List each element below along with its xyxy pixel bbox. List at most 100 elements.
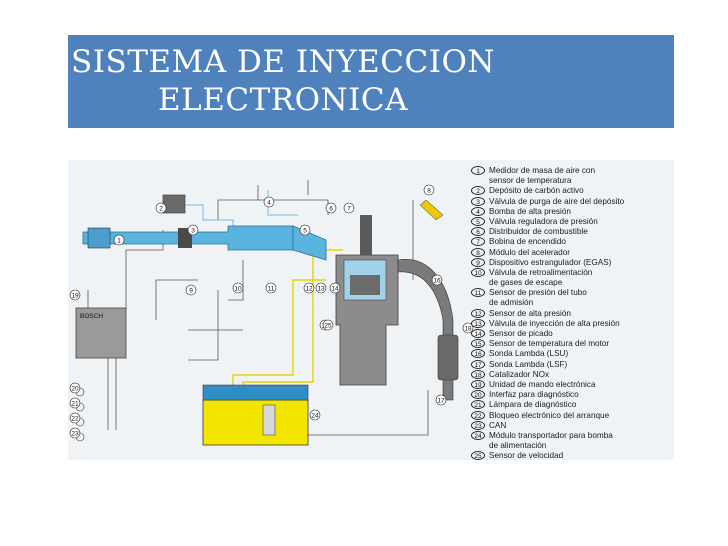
callout-marker: 22 (69, 412, 81, 424)
legend-item: 6 Distribuidor de combustible (471, 227, 671, 237)
legend-number (471, 298, 485, 307)
legend-number: 24 (471, 430, 485, 440)
callout-number: 20 (71, 385, 79, 392)
legend-number: 4 (471, 206, 485, 216)
legend-number: 10 (471, 267, 485, 277)
legend-number: 23 (471, 420, 485, 430)
callout-marker: 11 (265, 282, 277, 294)
legend-label: Unidad de mando electrónica (489, 379, 596, 389)
legend-number: 13 (471, 318, 485, 328)
legend-item: 7 Bobina de encendido (471, 237, 671, 247)
legend-number: 2 (471, 186, 485, 196)
legend-number (471, 278, 485, 287)
callout-marker: 7 (343, 202, 355, 214)
carbon-canister (162, 194, 186, 214)
legend-label: Medidor de masa de aire con (489, 166, 596, 175)
throttle-device (178, 228, 192, 248)
legend-number: 9 (471, 257, 485, 267)
callout-circle (322, 319, 334, 331)
callout-circle (69, 382, 81, 394)
legend-number: 20 (471, 390, 485, 400)
bosch-label: BOSCH (80, 313, 103, 320)
callout-number: 11 (268, 285, 275, 292)
legend-number: 1 (471, 166, 485, 175)
callout-circle (185, 284, 197, 296)
callout-marker: 24 (309, 409, 321, 421)
callout-marker: 8 (423, 184, 435, 196)
callout-marker: 5 (299, 224, 311, 236)
callout-marker: 19 (69, 289, 81, 301)
callout-marker: 1 (113, 234, 125, 246)
callout-number: 10 (234, 285, 242, 292)
callout-number: 13 (317, 285, 325, 292)
legend-item: 9 Dispositivo estrangulador (EGAS) (471, 257, 671, 268)
legend-number: 21 (471, 400, 485, 410)
callout-number: 21 (71, 400, 79, 407)
legend-number: 17 (471, 359, 485, 369)
legend-label: Dispositivo estrangulador (EGAS) (489, 257, 612, 267)
legend-label: de admisión (489, 298, 534, 308)
legend-label: Válvula reguladora de presión (489, 216, 598, 226)
legend-label: de gases de escape (489, 278, 563, 288)
callout-circle (423, 184, 435, 196)
title-line-1: SISTEMA DE INYECCION (70, 44, 496, 80)
callout-number: 25 (324, 322, 332, 329)
legend-label: Sonda Lambda (LSF) (489, 359, 568, 369)
legend-label: de alimentación (489, 441, 547, 451)
callout-marker: 3 (187, 224, 199, 236)
accelerator-pedal (419, 199, 444, 221)
callout-number: 12 (305, 285, 313, 292)
callout-circle (325, 202, 337, 214)
callout-number: 1 (117, 237, 121, 244)
legend-item: de gases de escape (471, 278, 671, 288)
callout-marker: 16 (431, 274, 443, 286)
callout-circle (155, 202, 167, 214)
callout-number: 14 (331, 285, 339, 292)
callout-circle (431, 274, 443, 286)
callout-marker: 14 (329, 282, 341, 294)
legend-number: 11 (471, 288, 485, 298)
legend-label: Depósito de carbón activo (489, 186, 584, 196)
legend-number: 14 (471, 329, 485, 338)
legend-number: 7 (471, 237, 485, 247)
slide-title: SISTEMA DE INYECCION ELECTRONICA (68, 43, 498, 119)
callout-circle (69, 289, 81, 301)
callout-marker: 21 (69, 397, 81, 409)
title-line-2: ELECTRONICA (158, 82, 408, 118)
callout-circle (315, 282, 327, 294)
callout-circle (69, 412, 81, 424)
legend-number (471, 441, 485, 450)
callout-marker: 17 (435, 394, 447, 406)
callout-circle (187, 224, 199, 236)
callout-number: 6 (329, 205, 333, 212)
legend-number: 6 (471, 227, 485, 237)
callout-circle (113, 234, 125, 246)
callout-number: 4 (267, 199, 271, 206)
legend-label: Sensor de presión del tubo (489, 288, 587, 298)
legend-number: 5 (471, 216, 485, 226)
exhaust-pipe (397, 259, 454, 401)
legend-item: 11 Sensor de presión del tubo (471, 288, 671, 298)
legend-item: 1 Medidor de masa de aire con (471, 166, 671, 176)
legend-label: CAN (489, 420, 507, 430)
system-schematic: BOSCH 1234567891011121314151617181920212… (69, 180, 474, 446)
callout-marker: 18 (462, 322, 474, 334)
callout-circle (265, 282, 277, 294)
legend-item: 13 Válvula de inyección de alta presión (471, 318, 671, 329)
fuel-tank (202, 399, 309, 446)
callout-marker: 4 (263, 196, 275, 208)
legend-label: Bobina de encendido (489, 237, 566, 247)
legend-number: 12 (471, 308, 485, 318)
legend-label: Distribuidor de combustible (489, 227, 588, 237)
legend-label: Válvula de inyección de alta presión (489, 318, 620, 328)
title-bar: SISTEMA DE INYECCION ELECTRONICA (68, 35, 674, 128)
legend-item: 23 CAN (471, 420, 671, 431)
ecu-box (75, 307, 127, 359)
callout-marker: 25 (322, 319, 334, 331)
callout-number: 9 (189, 287, 193, 294)
